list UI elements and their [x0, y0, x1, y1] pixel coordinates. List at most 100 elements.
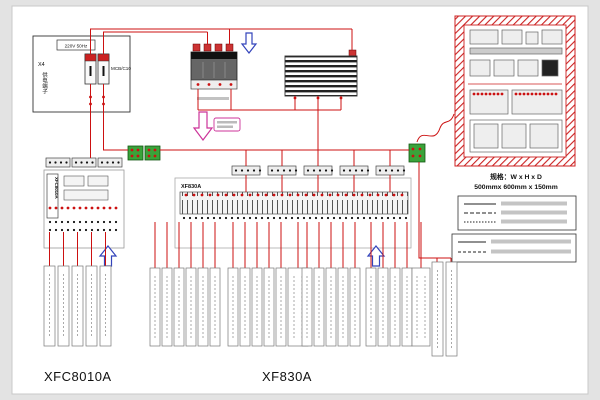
decor-layer	[43, 83, 558, 357]
wire-terminal-dot	[400, 193, 404, 197]
cable-tag-strip	[431, 261, 444, 357]
wire-terminal-dot	[89, 102, 92, 106]
terminal-dot	[390, 169, 394, 172]
wire-terminal-dot	[84, 206, 88, 210]
terminal-dot	[240, 169, 244, 172]
terminal-dot	[60, 228, 64, 232]
left-board-model-label: XFC8010A	[54, 177, 59, 200]
cabinet-components	[469, 29, 563, 153]
cable-tag-strip	[251, 267, 263, 347]
terminal-dot	[96, 228, 100, 232]
illegible-label	[501, 210, 567, 215]
wire-terminal-dot	[54, 206, 58, 210]
terminal-dot	[194, 216, 198, 220]
wire-terminal-dot	[526, 92, 530, 96]
terminal-dot	[54, 161, 57, 164]
terminal-dot	[60, 220, 64, 224]
terminal-dot	[114, 220, 118, 224]
cable-tag-strip	[349, 267, 361, 347]
terminal-dot	[270, 169, 274, 172]
wire-terminal-dot	[368, 193, 372, 197]
wire-terminal-dot	[224, 193, 228, 197]
wire-terminal-dot	[248, 193, 252, 197]
terminal-dot	[404, 216, 408, 220]
wire-terminal-dot	[360, 193, 364, 197]
wire-terminal-dot	[208, 193, 212, 197]
wire-terminal-dot	[232, 193, 236, 197]
wire-terminal-dot	[546, 92, 550, 96]
wire-terminal-dot	[200, 193, 204, 197]
terminal-dot	[344, 216, 348, 220]
wire-terminal-dot	[320, 193, 324, 197]
terminal-dot	[85, 161, 89, 164]
illegible-label	[501, 219, 567, 224]
terminal-dot	[320, 216, 324, 220]
wire-terminal-dot	[89, 95, 92, 99]
cable-tag-strip	[263, 267, 275, 347]
terminal-dot	[288, 169, 292, 172]
terminal-dot	[74, 161, 78, 164]
terminal-dot	[66, 228, 70, 232]
illegible-label	[197, 97, 229, 100]
terminal-dot	[54, 220, 58, 224]
wire-terminal-dot	[472, 92, 476, 96]
terminal-dot	[48, 161, 52, 164]
wire-terminal-dot	[102, 102, 105, 106]
cable-tag-strip	[209, 267, 221, 347]
wire-terminal-dot	[418, 147, 422, 151]
wire-terminal-dot	[411, 154, 415, 158]
terminal-dot	[384, 169, 388, 172]
terminal-dot	[342, 169, 346, 172]
terminal-dot	[188, 216, 192, 220]
terminal-dot	[266, 216, 270, 220]
wire-terminal-dot	[207, 83, 211, 86]
wire-terminal-dot	[376, 193, 380, 197]
wire-terminal-dot	[328, 193, 332, 197]
terminal-dot	[200, 216, 204, 220]
wire-terminal-dot	[336, 193, 340, 197]
illegible-label	[491, 239, 571, 244]
cabinet-spec-title: 规格：W x H x D	[490, 172, 542, 181]
wire-terminal-dot	[280, 193, 284, 197]
terminal-dot	[111, 161, 115, 164]
wire-terminal-dot	[488, 92, 492, 96]
breaker-model-label: MCB/C10	[111, 66, 131, 71]
terminal-dot	[91, 161, 94, 164]
wire-terminal-dot	[60, 206, 64, 210]
wire-terminal-dot	[484, 92, 488, 96]
terminal-dot	[48, 228, 52, 232]
cable-tag-strip	[401, 267, 413, 347]
wire-terminal-dot	[184, 193, 188, 197]
illegible-label	[217, 125, 233, 128]
terminal-dot	[84, 220, 88, 224]
terminal-dot	[72, 228, 76, 232]
terminal-dot	[398, 216, 402, 220]
wire-terminal-dot	[522, 92, 526, 96]
wire-terminal-dot	[538, 92, 542, 96]
bottom-left-model-label: XFC8010A	[44, 369, 112, 384]
wire-terminal-dot	[229, 83, 233, 86]
wire-terminal-dot	[153, 154, 157, 158]
terminal-dot	[100, 161, 104, 164]
terminal-dot	[330, 169, 334, 172]
circuit-breaker-icon	[97, 53, 110, 85]
wire-terminal-dot	[480, 92, 484, 96]
terminal-dot	[108, 220, 112, 224]
power-rating-label: 220V 50Hz	[65, 44, 88, 49]
wire-terminal-dot	[264, 193, 268, 197]
terminal-dot	[396, 169, 400, 172]
terminal-id-label: X4	[38, 62, 45, 68]
power-supply-box: 220V 50Hz X4 供电端子 MCB/C10	[32, 35, 131, 113]
wire-terminal-dot	[90, 206, 94, 210]
terminal-dot	[78, 220, 82, 224]
terminal-dot	[48, 220, 52, 224]
terminal-dot	[90, 220, 94, 224]
wire-terminal-dot	[344, 193, 348, 197]
wire-terminal-dot	[411, 147, 415, 151]
cable-tag-strip	[173, 267, 185, 347]
terminal-dot	[102, 228, 106, 232]
terminal-dot	[402, 169, 406, 172]
wire-terminal-dot	[78, 206, 82, 210]
